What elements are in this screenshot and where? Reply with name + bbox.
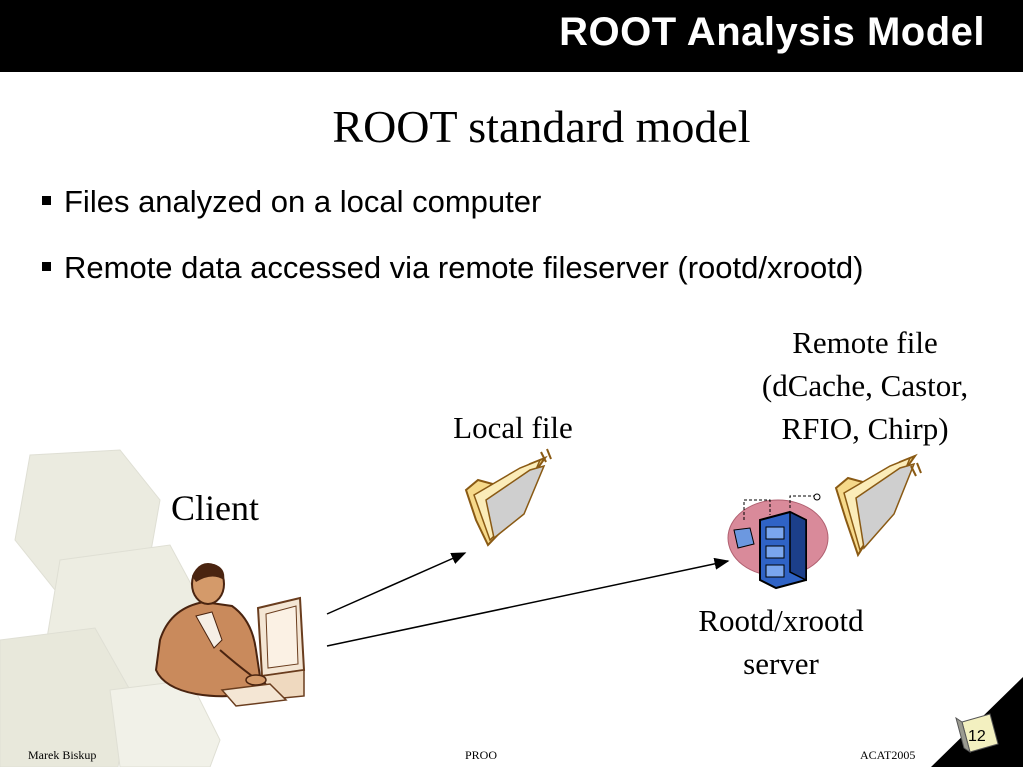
local-file-folder-icon (464, 448, 552, 547)
bullet-text: Files analyzed on a local computer (64, 184, 542, 219)
bullet-item-1: Files analyzed on a local computer (42, 184, 541, 220)
bullet-text: Remote data accessed via remote fileserv… (64, 250, 864, 285)
footer-center-text: PROO (465, 748, 498, 762)
server-label-line-1: Rootd/xrootd (698, 603, 864, 638)
remote-file-folder-icon (834, 453, 922, 558)
page-number: 12 (968, 728, 986, 745)
bullet-square-icon (42, 262, 51, 272)
footer-conference: ACAT2005 (860, 748, 916, 762)
slide-subtitle: ROOT standard model (332, 101, 751, 152)
bullet-item-2: Remote data accessed via remote fileserv… (42, 250, 863, 286)
remote-file-label-line-2: (dCache, Castor, (761, 368, 969, 403)
remote-file-label-line-3: RFIO, Chirp) (781, 411, 949, 446)
file-server-icon (727, 493, 829, 590)
local-file-label: Local file (453, 410, 573, 445)
arrow-client-to-server (326, 557, 730, 647)
remote-file-label: Remote file (dCache, Castor, RFIO, Chirp… (730, 321, 1000, 450)
client-label: Client (171, 488, 259, 528)
server-label-line-2: server (743, 646, 819, 681)
slide-title: ROOT Analysis Model (559, 10, 985, 54)
client-person-computer-icon (154, 563, 306, 707)
footer-author: Marek Biskup (28, 748, 97, 762)
remote-file-label-line-1: Remote file (792, 325, 938, 360)
header-bar: ROOT Analysis Model (0, 0, 1023, 72)
arrow-client-to-local-file (326, 552, 467, 615)
bullet-square-icon (42, 196, 51, 206)
page-number-corner-decoration (931, 677, 1023, 767)
server-label: Rootd/xrootd server (670, 599, 892, 685)
